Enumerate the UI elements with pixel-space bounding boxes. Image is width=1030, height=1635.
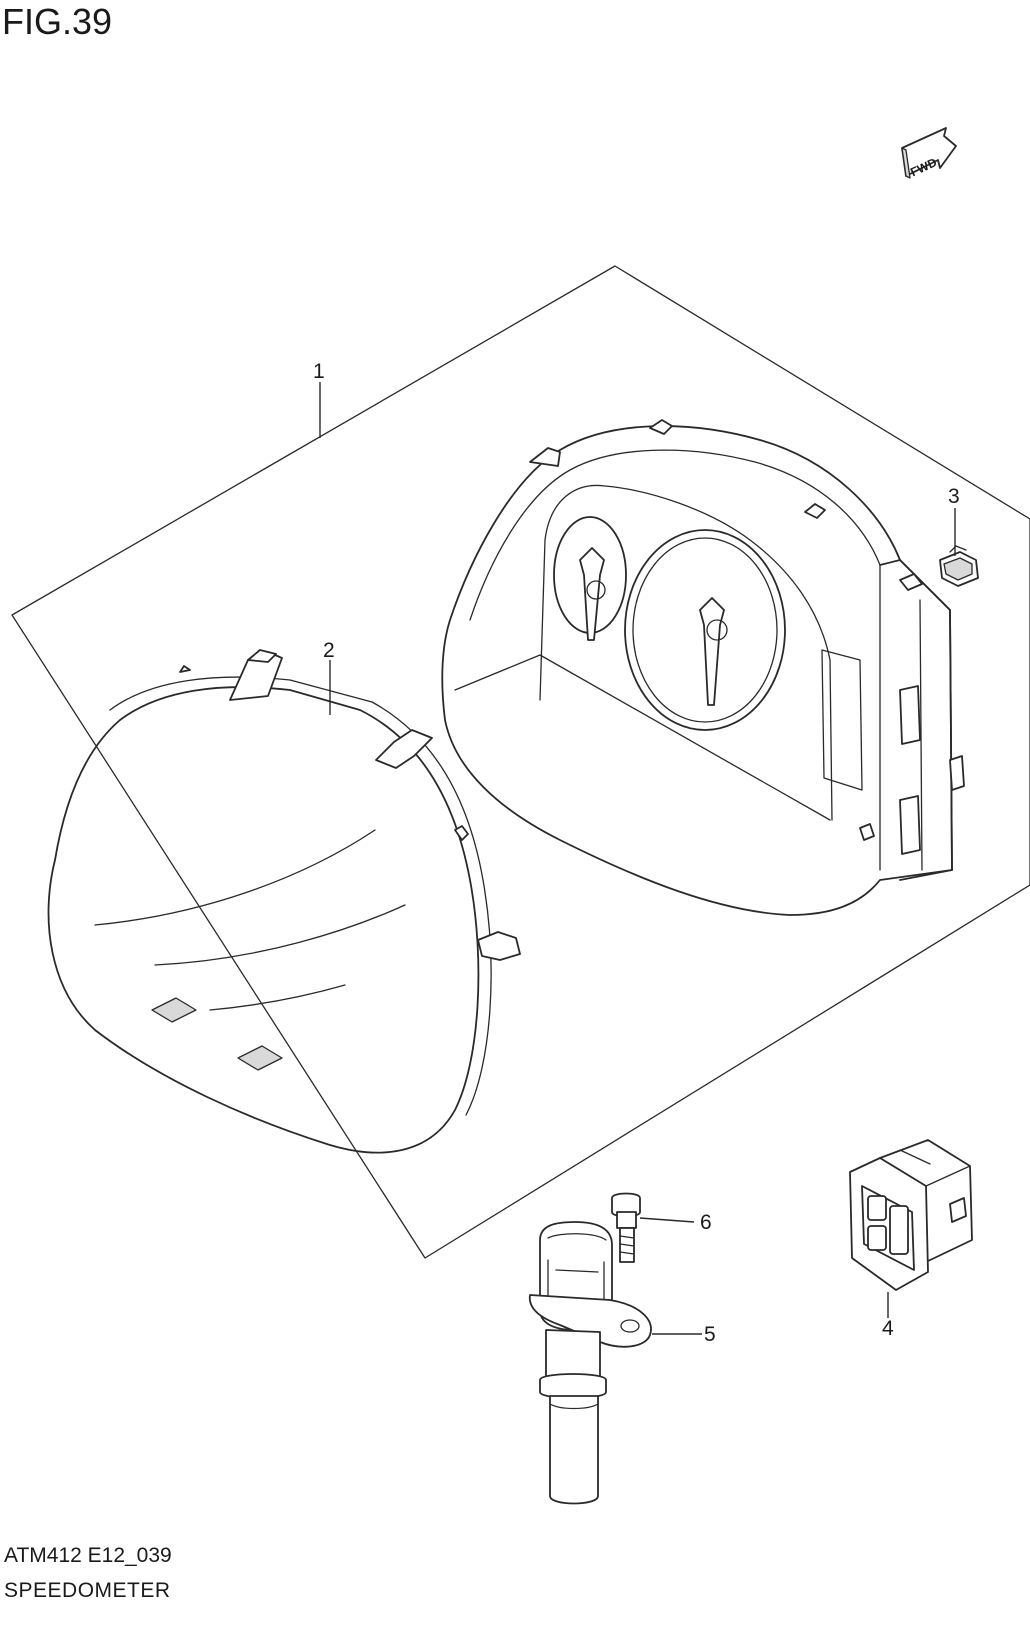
bulb-socket (939, 545, 979, 587)
switch-unit (849, 1139, 973, 1291)
section-title: SPEEDOMETER (4, 1579, 171, 1602)
callout-1: 1 (313, 360, 325, 383)
callout-2: 2 (323, 639, 335, 662)
assembly-boundary (11, 265, 1030, 1259)
callout-6: 6 (700, 1211, 712, 1234)
callout-5: 5 (704, 1323, 716, 1346)
mounting-bolt (611, 1192, 641, 1263)
meter-case (441, 419, 965, 916)
callout-3: 3 (948, 485, 960, 508)
callout-4: 4 (882, 1317, 894, 1340)
speed-sensor (528, 1221, 652, 1505)
meter-lens-cover (47, 649, 521, 1154)
figure-code: ATM412 E12_039 (4, 1544, 172, 1567)
fwd-arrow-icon: FWD (901, 127, 957, 179)
figure-title: FIG.39 (2, 1, 113, 42)
